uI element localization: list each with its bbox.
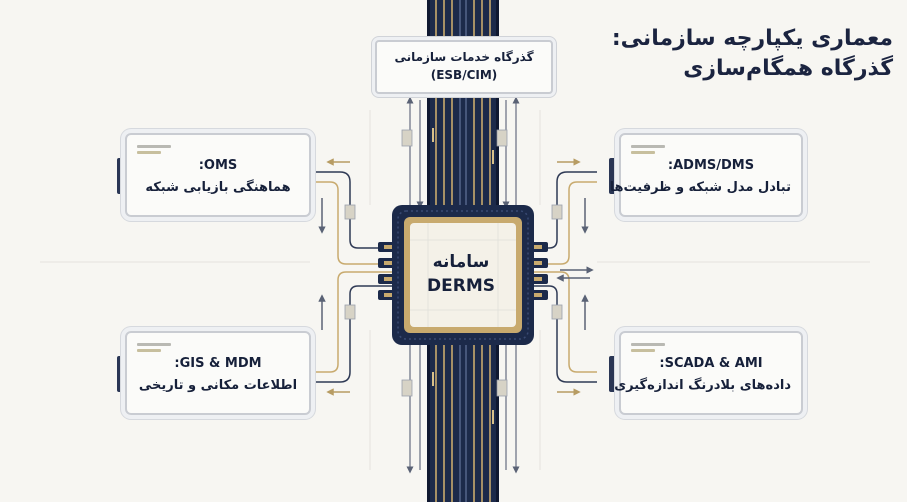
module-card-scada: SCADA & AMI: داده‌های بلادرنگ اندازه‌گیر…: [614, 331, 803, 415]
gis-label: GIS & MDM: اطلاعات مکانی و تاریخی: [137, 353, 299, 397]
card-decoration: [631, 145, 665, 157]
derms-label-line-1: سامانه: [432, 252, 490, 272]
page-title: معماری یکپارچه سازمانی: گذرگاه همگام‌ساز…: [593, 24, 893, 84]
trace-markers: [344, 129, 563, 397]
scada-title: SCADA & AMI:: [659, 356, 763, 371]
gis-title: GIS & MDM:: [174, 356, 262, 371]
connectors-right: [516, 158, 597, 396]
background-grid: [40, 110, 870, 470]
gis-description: اطلاعات مکانی و تاریخی: [138, 378, 298, 393]
adms-description: تبادل مدل شبکه و ظرفیت‌ها: [609, 180, 791, 195]
title-line-1: معماری یکپارچه سازمانی:: [611, 26, 893, 51]
enterprise-service-bus-box: گذرگاه خدمات سازمانی (ESB/CIM): [375, 40, 553, 94]
scada-label: SCADA & AMI: داده‌های بلادرنگ اندازه‌گیر…: [614, 353, 791, 397]
derms-label-line-2: DERMS: [427, 276, 495, 296]
adms-label: ADMS/DMS: تبادل مدل شبکه و ظرفیت‌ها: [609, 155, 791, 199]
derms-label: سامانه DERMS: [412, 250, 510, 298]
adms-title: ADMS/DMS:: [667, 158, 755, 173]
scada-description: داده‌های بلادرنگ اندازه‌گیری: [614, 378, 791, 393]
oms-title: OMS:: [198, 158, 238, 173]
derms-chip: [378, 205, 548, 345]
card-decoration: [631, 343, 665, 355]
esb-sublabel: (ESB/CIM): [430, 68, 498, 82]
bus-side-rails: [406, 96, 520, 474]
card-decoration: [137, 343, 171, 355]
module-card-gis: GIS & MDM: اطلاعات مکانی و تاریخی: [125, 331, 311, 415]
oms-description: هماهنگی بازیابی شبکه: [145, 180, 291, 195]
module-card-adms: ADMS/DMS: تبادل مدل شبکه و ظرفیت‌ها: [609, 133, 803, 217]
title-line-2: گذرگاه همگام‌سازی: [683, 56, 893, 81]
card-decoration: [137, 145, 171, 157]
oms-label: OMS: هماهنگی بازیابی شبکه: [137, 155, 299, 199]
esb-label: گذرگاه خدمات سازمانی: [394, 50, 534, 64]
module-card-oms: OMS: هماهنگی بازیابی شبکه: [125, 133, 311, 217]
